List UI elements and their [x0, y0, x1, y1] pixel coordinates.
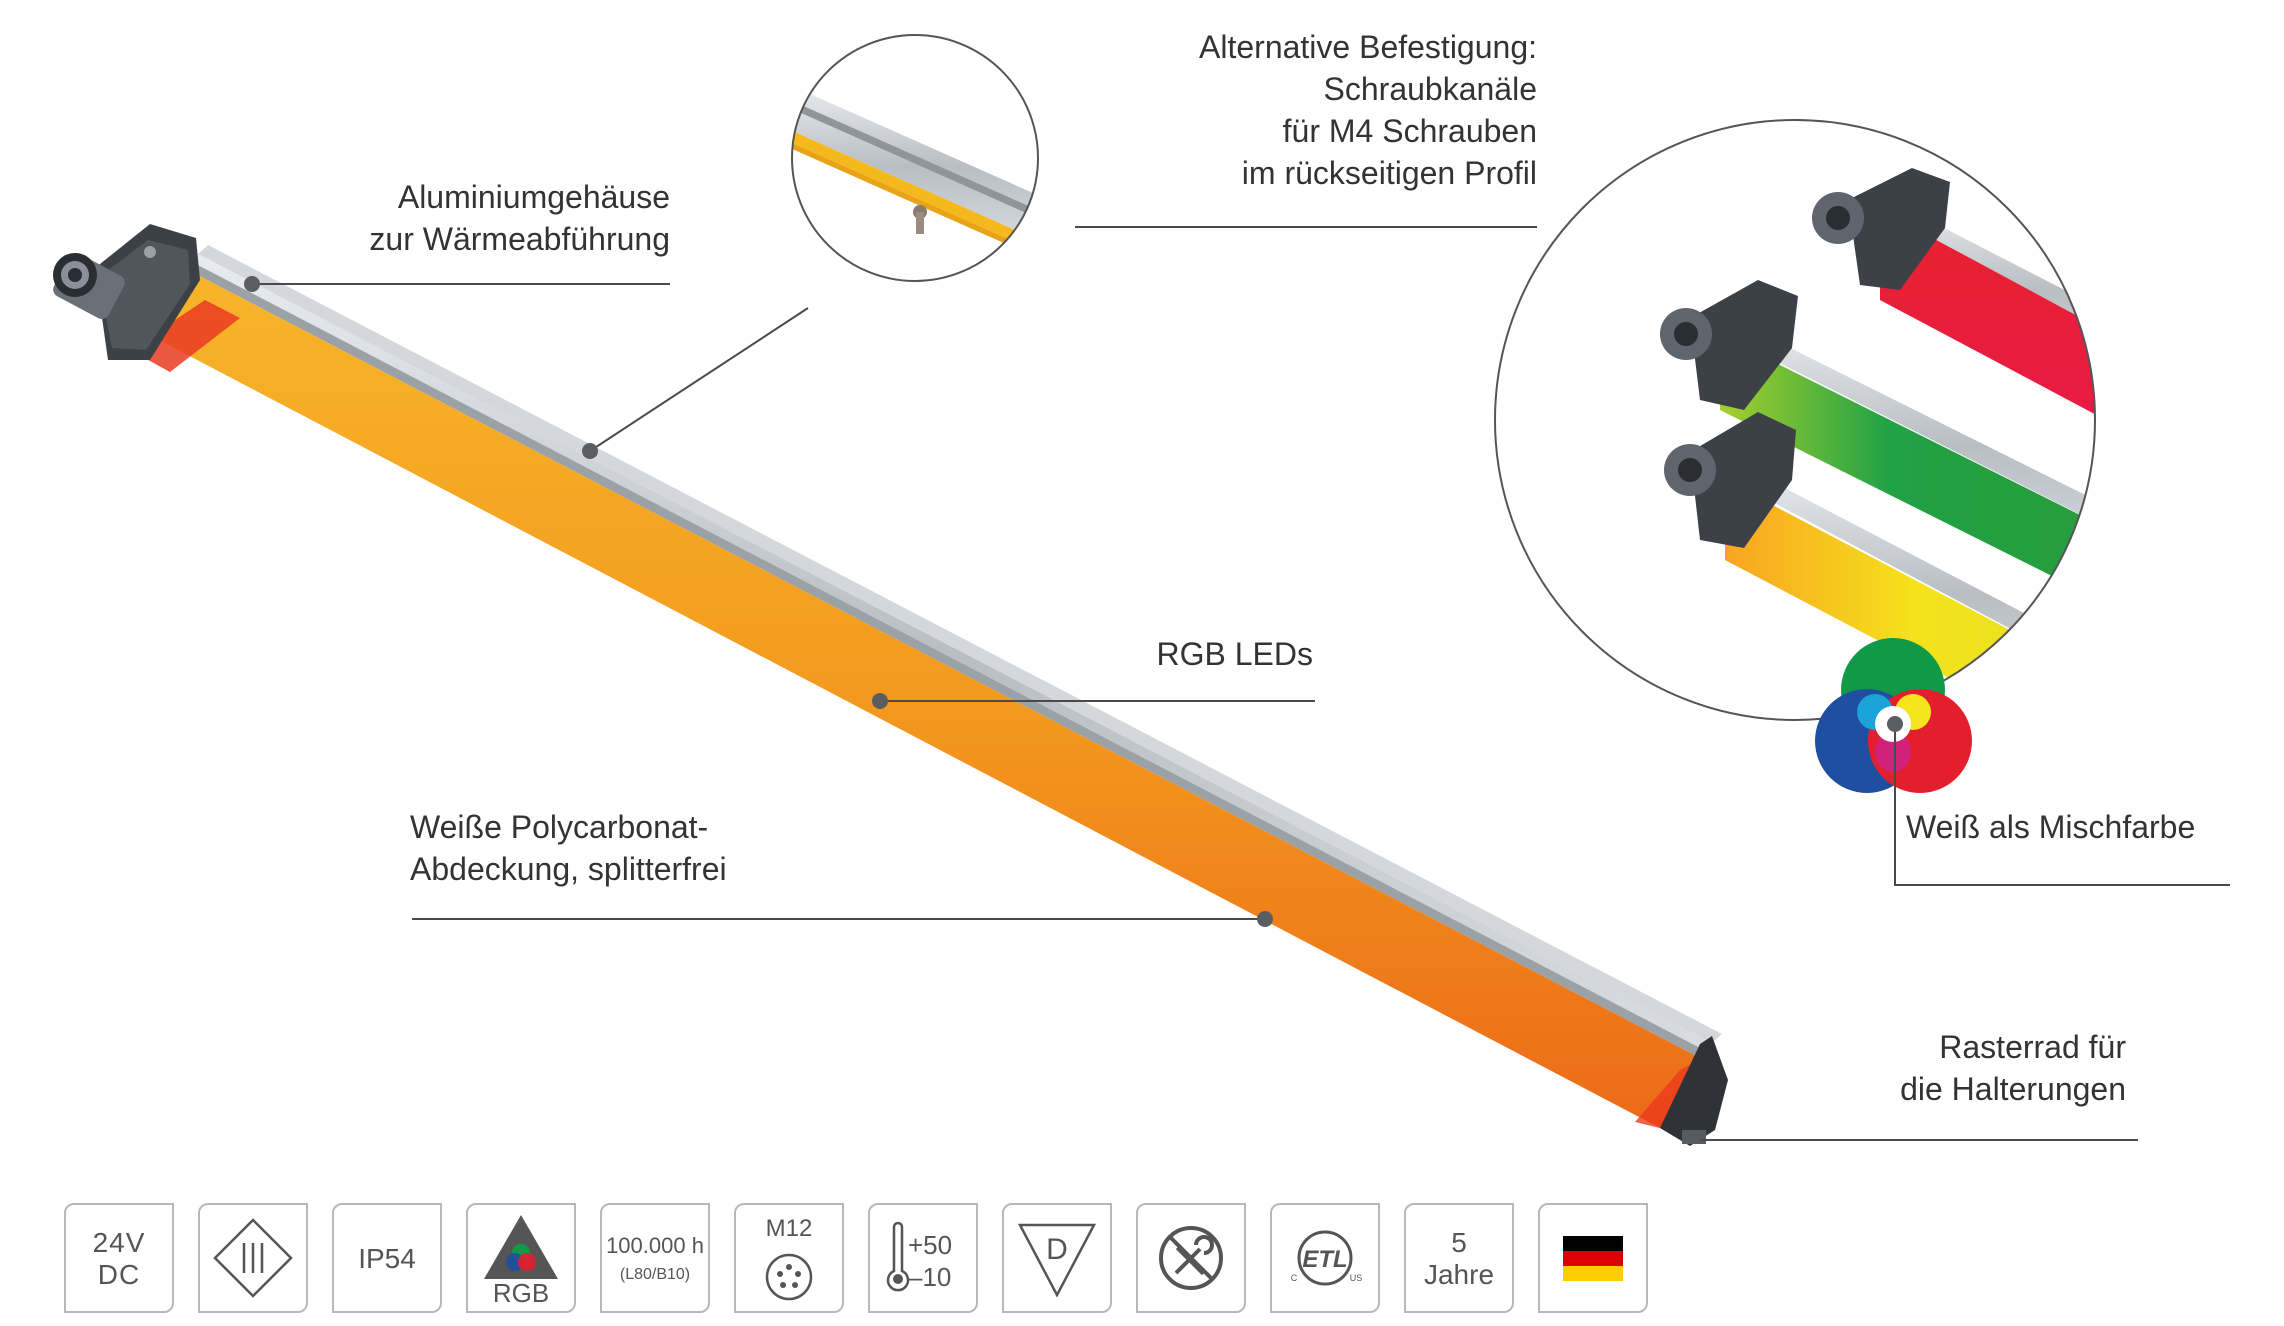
callout-cover: Weiße Polycarbonat- Abdeckung, splitterf… [410, 806, 727, 890]
svg-text:US: US [1350, 1273, 1363, 1283]
callout-white-mix: Weiß als Mischfarbe [1906, 806, 2195, 848]
rgb-label: RGB [492, 1278, 550, 1308]
end-cap-right [1660, 1036, 1728, 1146]
flag-stripe-red [1563, 1251, 1623, 1266]
led-tube [53, 224, 1728, 1146]
svg-text:C: C [1291, 1273, 1298, 1283]
temperature-min: –10 [908, 1262, 952, 1292]
callout-ratchet: Rasterrad für die Halterungen [1780, 1026, 2126, 1110]
connector-label: M12 [765, 1215, 813, 1242]
callout-housing: Aluminiumgehäuse zur Wärmeabführung [300, 176, 670, 260]
protection-class-icon [198, 1203, 308, 1313]
connector-icon: M12 [734, 1203, 844, 1313]
leader-lines [252, 226, 2230, 1141]
callout-ratchet-line1: Rasterrad für [1939, 1029, 2126, 1065]
flag-stripe-gold [1563, 1266, 1623, 1281]
lifetime-icon: 100.000 h (L80/B10) [600, 1203, 710, 1313]
warranty-years: 5 [1451, 1227, 1467, 1258]
tube-cover [140, 270, 1702, 1128]
warranty-unit: Jahre [1423, 1259, 1495, 1290]
tube-rail [192, 254, 1712, 1051]
ip-rating-icon: IP54 [332, 1203, 442, 1313]
callout-mounting-line2: Schraubkanäle [1323, 71, 1537, 107]
tube-rail-top [198, 245, 1722, 1043]
voltage-type: DC [97, 1259, 141, 1290]
d-mark-icon: D [1002, 1203, 1112, 1313]
no-tools-icon [1136, 1203, 1246, 1313]
temperature-icon: +50 –10 [868, 1203, 978, 1313]
svg-text:ETL: ETL [1302, 1246, 1347, 1273]
ip-rating-value: IP54 [358, 1243, 416, 1274]
voltage-icon: 24V DC [64, 1203, 174, 1313]
lifetime-value: 100.000 h [606, 1233, 704, 1258]
etl-listed-icon: ETL C US [1270, 1203, 1380, 1313]
callout-ratchet-line2: die Halterungen [1900, 1071, 2126, 1107]
callout-housing-line1: Aluminiumgehäuse [397, 179, 670, 215]
temperature-max: +50 [908, 1230, 953, 1260]
voltage-value: 24V [92, 1227, 146, 1258]
lifetime-spec: (L80/B10) [619, 1266, 691, 1283]
callout-mounting-line4: im rückseitigen Profil [1241, 155, 1537, 191]
callout-mounting: Alternative Befestigung: Schraubkanäle f… [1080, 26, 1537, 194]
svg-text:D: D [1046, 1233, 1068, 1266]
germany-flag-icon [1538, 1203, 1648, 1313]
callout-mounting-line1: Alternative Befestigung: [1199, 29, 1537, 65]
leader-dots [244, 276, 1903, 927]
callout-leds: RGB LEDs [1080, 633, 1313, 675]
callout-housing-line2: zur Wärmeabführung [369, 221, 670, 257]
warranty-icon: 5 Jahre [1404, 1203, 1514, 1313]
callout-cover-line2: Abdeckung, splitterfrei [410, 851, 727, 887]
ratchet-wheel [1682, 1130, 1706, 1144]
callout-mounting-line3: für M4 Schrauben [1282, 113, 1537, 149]
callout-white-mix-line1: Weiß als Mischfarbe [1906, 809, 2196, 845]
detail-zoom-circle [791, 34, 1039, 282]
callout-leds-line1: RGB LEDs [1156, 636, 1313, 672]
flag-stripe-black [1563, 1236, 1623, 1251]
rgb-icon: RGB [466, 1203, 576, 1313]
callout-cover-line1: Weiße Polycarbonat- [410, 809, 709, 845]
